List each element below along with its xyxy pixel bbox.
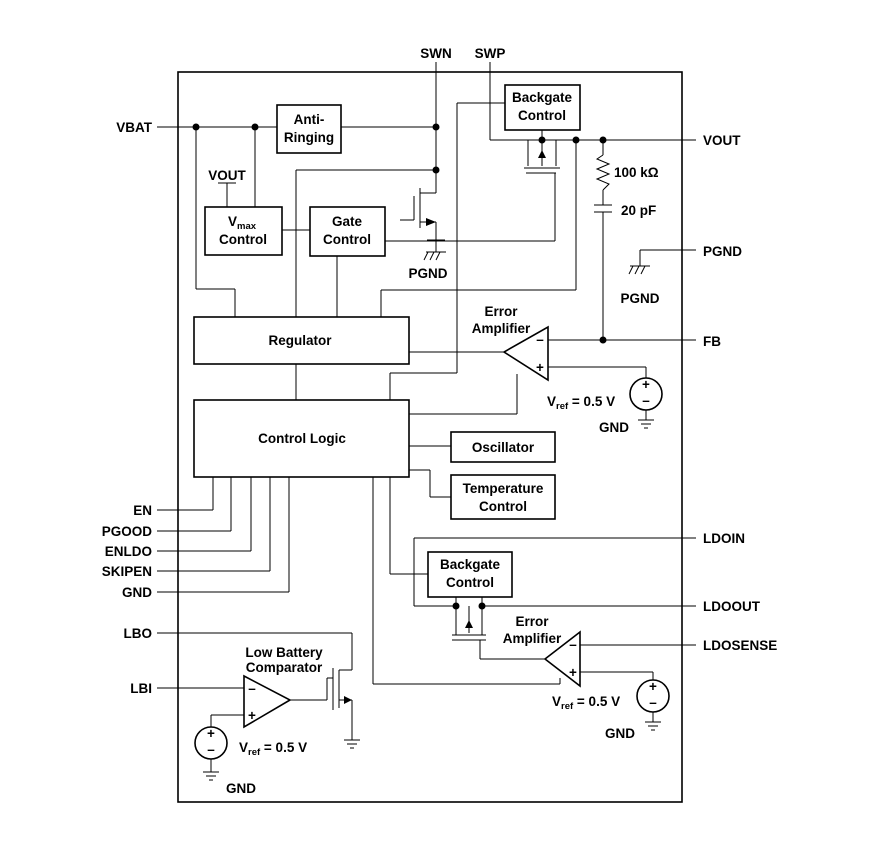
svg-text:–: –	[649, 695, 657, 710]
control-logic-block: Control Logic	[193, 399, 410, 478]
svg-text:+: +	[649, 679, 657, 694]
pin-ldosense: LDOSENSE	[703, 638, 777, 653]
svg-text:+: +	[207, 726, 215, 741]
svg-text:Control: Control	[479, 499, 527, 514]
svg-text:Backgate: Backgate	[440, 557, 501, 572]
low-battery-label: Low Battery	[245, 645, 323, 660]
pin-skipen: SKIPEN	[102, 564, 152, 579]
svg-text:+: +	[569, 665, 577, 680]
svg-text:Backgate: Backgate	[512, 90, 573, 105]
svg-text:Control: Control	[518, 108, 566, 123]
ground-symbols	[203, 265, 661, 781]
vref-lb-label: Vref = 0.5 V	[239, 740, 307, 758]
pin-swn: SWN	[420, 46, 452, 61]
svg-text:Amplifier: Amplifier	[503, 631, 562, 646]
svg-text:Control: Control	[219, 232, 267, 247]
svg-text:Anti-: Anti-	[294, 112, 325, 127]
capacitor-label: 20 pF	[621, 203, 656, 218]
svg-text:Oscillator: Oscillator	[472, 440, 535, 455]
vref-top-label: Vref = 0.5 V	[547, 394, 615, 412]
temperature-control-block: Temperature Control	[450, 474, 556, 520]
ldo-pass-mosfet	[452, 606, 486, 636]
pin-ldoout: LDOOUT	[703, 599, 761, 614]
pgnd-right-label: PGND	[620, 291, 659, 306]
internal-labels: VOUT PGND PGND 100 kΩ 20 pF Error Amplif…	[208, 165, 660, 796]
resistor-label: 100 kΩ	[614, 165, 659, 180]
error-amplifier-top: – +	[502, 325, 549, 382]
pin-lbi: LBI	[130, 681, 152, 696]
vref-source-ldo: + –	[636, 679, 670, 713]
svg-text:Control: Control	[323, 232, 371, 247]
svg-text:Control: Control	[446, 575, 494, 590]
backgate-control-top-block: Backgate Control	[504, 84, 581, 131]
oscillator-block: Oscillator	[450, 431, 556, 463]
pgnd-gate-label: PGND	[408, 266, 447, 281]
pin-pgood: PGOOD	[102, 524, 153, 539]
gate-control-block: Gate Control	[309, 206, 386, 257]
gnd-ldo-label: GND	[605, 726, 635, 741]
wires-left-pins	[157, 477, 353, 772]
wires-ldo	[372, 477, 696, 722]
vref-source-top: + –	[629, 377, 663, 411]
svg-text:Vmax: Vmax	[228, 214, 257, 232]
pin-ldoin: LDOIN	[703, 531, 745, 546]
main-switch-mosfet	[400, 170, 446, 261]
svg-text:Temperature: Temperature	[463, 481, 544, 496]
regulator-block: Regulator	[193, 316, 410, 365]
low-battery-comparator: – +	[243, 674, 292, 729]
wires-top	[157, 62, 696, 498]
svg-text:–: –	[248, 681, 256, 696]
capacitor-20pf	[594, 204, 612, 213]
pin-labels: VBAT SWN SWP VOUT PGND FB EN PGOOD ENLDO…	[102, 46, 778, 696]
pin-pgnd: PGND	[703, 244, 742, 259]
low-battery-mosfet	[327, 668, 353, 710]
pin-vbat: VBAT	[116, 120, 153, 135]
svg-text:Amplifier: Amplifier	[472, 321, 531, 336]
backgate-control-ldo-block: Backgate Control	[427, 551, 513, 598]
svg-text:Regulator: Regulator	[268, 333, 332, 348]
ic-boundary	[177, 71, 683, 803]
svg-text:Ringing: Ringing	[284, 130, 334, 145]
vref-source-lb: + –	[194, 726, 228, 760]
error-amp-ldo-label: Error	[515, 614, 549, 629]
svg-text:Control Logic: Control Logic	[258, 431, 346, 446]
error-amplifier-ldo: – +	[543, 630, 581, 688]
pin-lbo: LBO	[124, 626, 153, 641]
vmax-control-block: Vmax Control	[204, 206, 283, 256]
pin-en: EN	[133, 503, 152, 518]
svg-text:Gate: Gate	[332, 214, 363, 229]
svg-text:+: +	[536, 360, 544, 375]
vout-internal-label: VOUT	[208, 168, 246, 183]
svg-text:–: –	[569, 637, 577, 652]
sync-rectifier-mosfet	[524, 140, 560, 174]
pin-fb: FB	[703, 334, 721, 349]
anti-ringing-block: Anti- Ringing	[276, 104, 342, 154]
gnd-top-label: GND	[599, 420, 629, 435]
error-amp-top-label: Error	[484, 304, 518, 319]
svg-text:+: +	[248, 708, 256, 723]
vref-ldo-label: Vref = 0.5 V	[552, 694, 620, 712]
svg-text:Comparator: Comparator	[246, 660, 323, 675]
pin-gnd: GND	[122, 585, 152, 600]
svg-text:–: –	[536, 332, 544, 347]
resistor-100k	[595, 154, 611, 191]
pin-swp: SWP	[475, 46, 506, 61]
svg-text:–: –	[207, 742, 215, 757]
svg-text:–: –	[642, 393, 650, 408]
gnd-lb-label: GND	[226, 781, 256, 796]
pin-enldo: ENLDO	[105, 544, 152, 559]
pin-vout: VOUT	[703, 133, 741, 148]
svg-text:+: +	[642, 377, 650, 392]
